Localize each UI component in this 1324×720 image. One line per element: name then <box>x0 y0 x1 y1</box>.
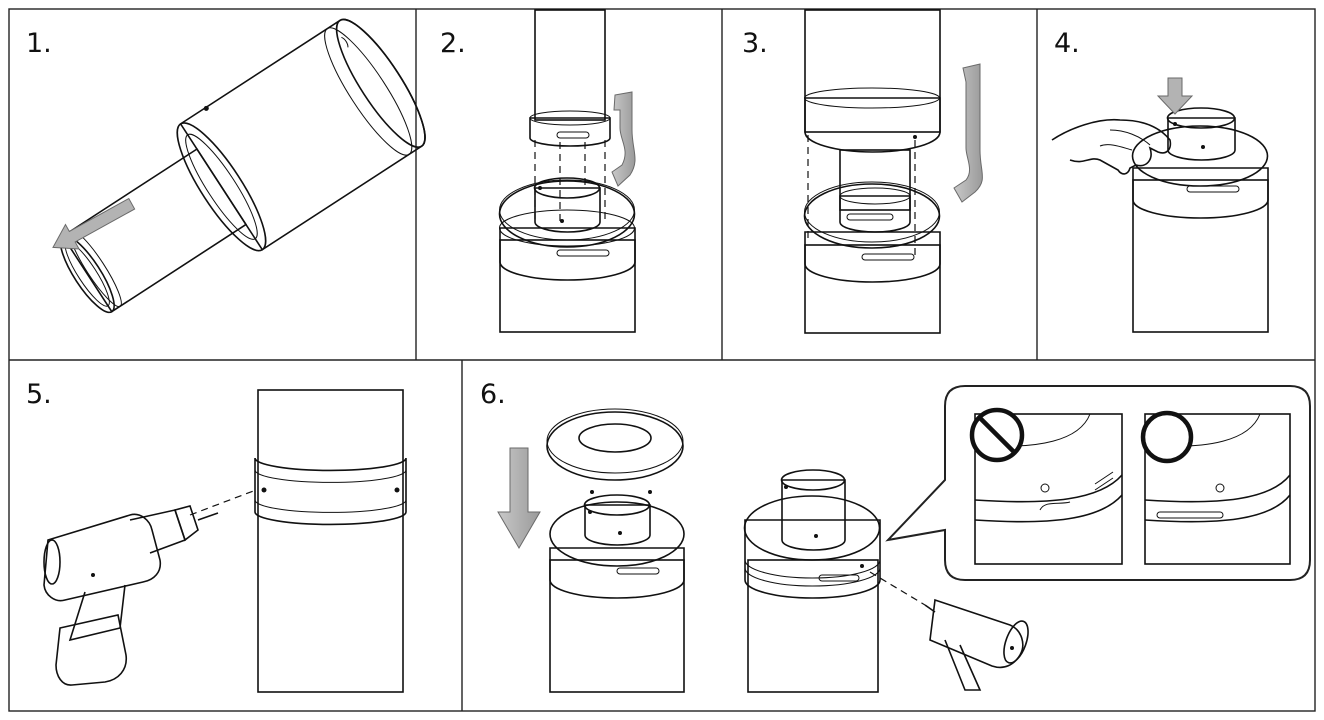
inset-correct-example <box>1140 410 1291 565</box>
prohibited-icon <box>969 407 1025 463</box>
step-6-label: 6. <box>480 379 506 410</box>
step-6-illustration <box>497 385 1311 693</box>
step-4-label: 4. <box>1054 28 1080 59</box>
step-3-label: 3. <box>742 28 768 59</box>
drill-icon-2 <box>924 598 1029 691</box>
step-4-illustration <box>1051 77 1269 333</box>
inset-callout <box>885 385 1311 581</box>
step-1-label: 1. <box>26 28 52 59</box>
drill-icon <box>43 505 219 686</box>
pull-arrow-icon <box>52 197 136 250</box>
panel-grid <box>8 8 1316 712</box>
push-down-arrow-icon <box>1156 77 1194 115</box>
step-3-illustration <box>803 9 983 334</box>
lower-plate-arrow-icon <box>497 447 541 549</box>
inset-wrong-example <box>969 407 1123 565</box>
step-2-label: 2. <box>440 28 466 59</box>
step-2-illustration <box>498 9 636 333</box>
step-5-label: 5. <box>26 379 52 410</box>
step-1-illustration <box>52 18 426 314</box>
correct-circle-icon <box>1140 410 1194 464</box>
step-5-illustration <box>43 389 407 693</box>
